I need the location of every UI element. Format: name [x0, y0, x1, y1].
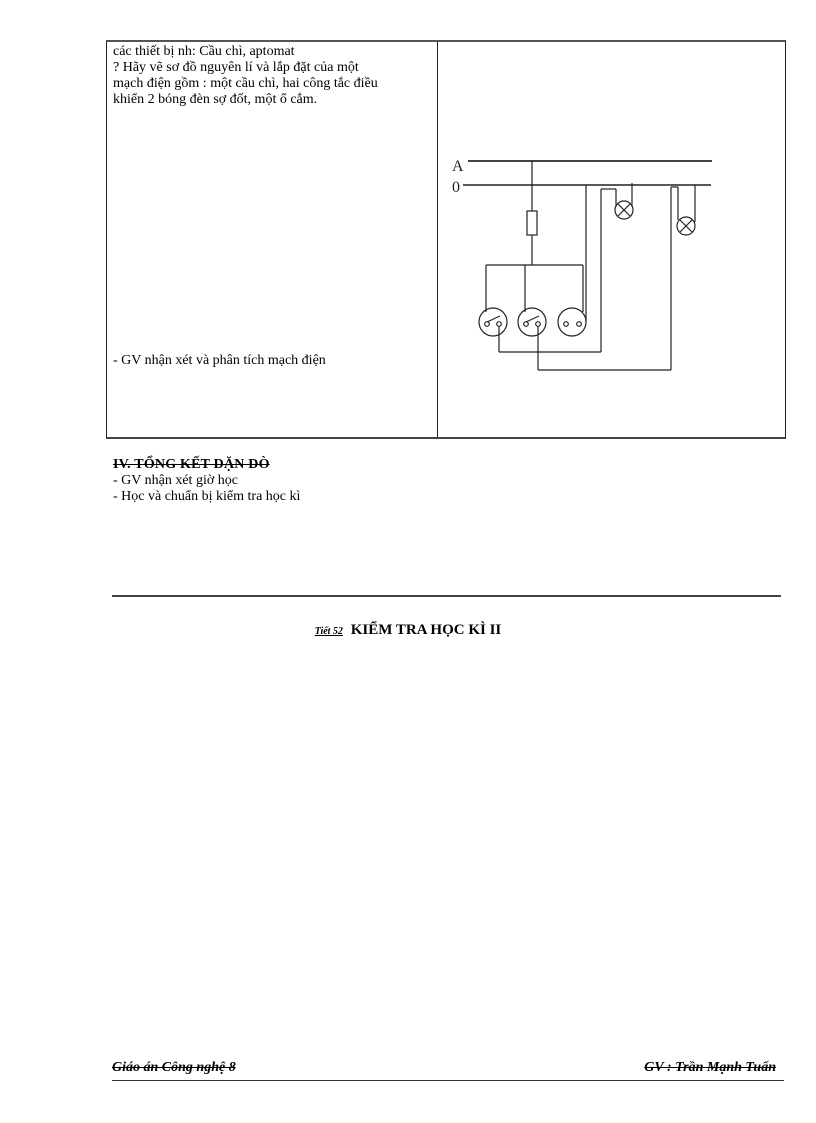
- left-cell: các thiết bị nh: Cầu chì, aptomat ? Hãy …: [113, 44, 431, 108]
- phase-label: A: [452, 158, 464, 175]
- lesson-table: các thiết bị nh: Cầu chì, aptomat ? Hãy …: [106, 40, 786, 439]
- column-divider: [437, 42, 438, 437]
- lamp-1-icon: [614, 200, 634, 220]
- page-heading: Tiết 52 KIỂM TRA HỌC KÌ II: [0, 622, 816, 639]
- section-title: IV. TỔNG KẾT DẶN DÒ: [113, 457, 270, 472]
- switch-2-icon: [517, 307, 547, 337]
- socket-icon: [557, 307, 587, 337]
- neutral-label: 0: [452, 179, 460, 196]
- question-line: ? Hãy vẽ sơ đồ nguyên lí và lắp đặt của …: [113, 60, 359, 75]
- fuse-icon: [526, 210, 538, 236]
- list-item: - GV nhận xét giờ học: [113, 473, 238, 488]
- circuit-diagram: A 0: [438, 42, 785, 437]
- heading-title: KIỂM TRA HỌC KÌ II: [350, 622, 502, 638]
- switch-1-icon: [478, 307, 508, 337]
- lamp-2-icon: [676, 216, 696, 236]
- gv-note: - GV nhận xét và phân tích mạch điện: [113, 353, 326, 368]
- page-footer: Giáo án Công nghệ 8 GV : Trần Mạnh Tuấn: [112, 1060, 784, 1081]
- lesson-number: Tiết 52: [314, 626, 343, 637]
- text-line: mạch điện gồm : một cầu chì, hai công tắ…: [113, 76, 378, 91]
- footer-teacher: GV : Trần Mạnh Tuấn: [644, 1060, 776, 1075]
- summary-section: IV. TỔNG KẾT DẶN DÒ - GV nhận xét giờ họ…: [113, 457, 300, 505]
- text-line: các thiết bị nh: Cầu chì, aptomat: [113, 44, 295, 59]
- horizontal-divider: [112, 595, 781, 597]
- list-item: - Học và chuẩn bị kiểm tra học kì: [113, 489, 301, 504]
- footer-course: Giáo án Công nghệ 8: [112, 1060, 236, 1075]
- text-line: khiển 2 bóng đèn sợ đốt, một ổ cắm.: [113, 92, 318, 107]
